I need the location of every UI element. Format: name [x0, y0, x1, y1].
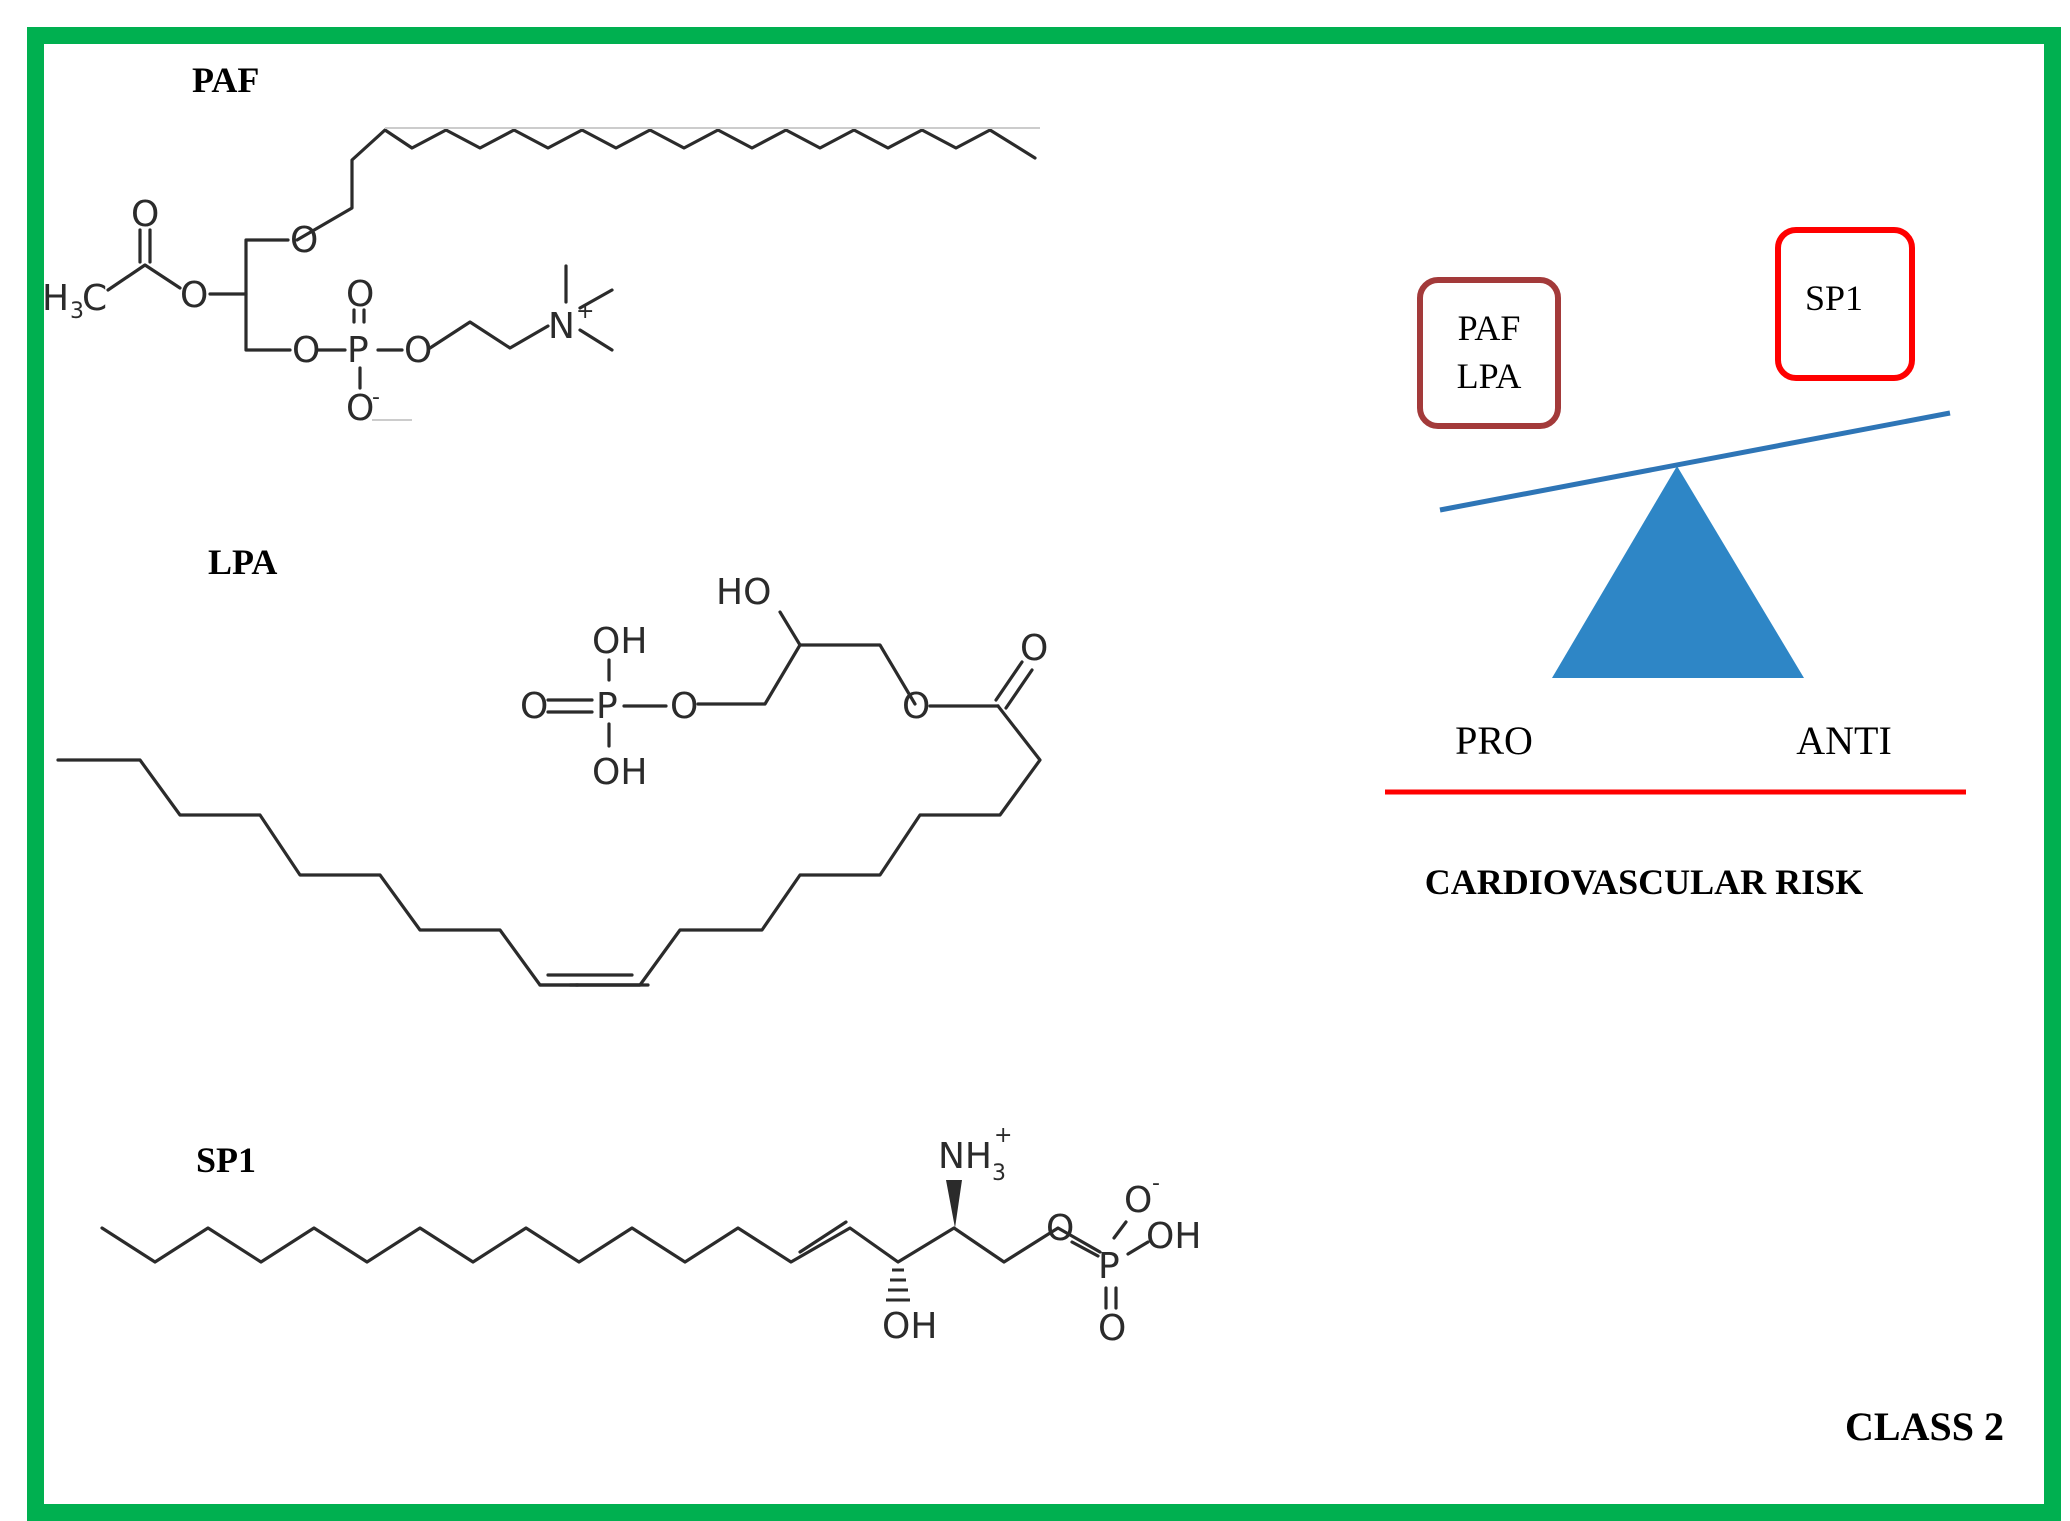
paf-acetyl: [106, 263, 182, 292]
paf-glycerol-backbone: [244, 238, 292, 352]
lpa-ho-bond: [778, 610, 802, 647]
paf-phosphorus: P: [347, 330, 369, 371]
balance-beam: [1439, 410, 1951, 513]
paf-choline-chain: [428, 320, 550, 350]
class-label: CLASS 2: [1845, 1404, 2004, 1449]
paf-carbonyl-oxygen: O: [131, 194, 159, 235]
paf-structure: PAF O O O H 3 C O P O O - O N +: [42, 60, 1040, 429]
lpa-acyl-chain-a: [574, 704, 1042, 987]
sp1-phosphorus: P: [1098, 1246, 1120, 1287]
paf-anionic-oxygen: O: [346, 388, 374, 429]
sp1-minus-charge: -: [1152, 1171, 1160, 1196]
balance-fulcrum: [1552, 466, 1804, 678]
paf-phosphoryl-oxygen: O: [346, 274, 374, 315]
lpa-oh-bottom: OH: [592, 752, 647, 793]
anti-box: [1775, 227, 1915, 381]
paf-n-methyl-2: [578, 288, 614, 310]
paf-ester-oxygen: O: [180, 275, 208, 316]
lpa-title: LPA: [208, 542, 277, 582]
paf-title: PAF: [192, 60, 259, 100]
pro-box-line-2: LPA: [1457, 356, 1522, 396]
paf-alkyl-chain: [295, 128, 1037, 242]
sp1-structure: SP1 OH NH 3 + O P O - OH O: [100, 1123, 1201, 1349]
paf-methyl-c: C: [82, 278, 107, 319]
sp1-bold-wedge: [946, 1180, 962, 1228]
sp1-phosphate-oh: OH: [1146, 1216, 1201, 1257]
risk-axis-title: CARDIOVASCULAR RISK: [1425, 862, 1863, 902]
lpa-glycerol-backbone: [696, 643, 917, 706]
lpa-ho-label: HO: [716, 572, 771, 613]
figure-frame: [27, 27, 2061, 1521]
pro-box: [1417, 277, 1561, 429]
lpa-acyl-chain-c: [56, 758, 642, 987]
sp1-phosphoryl-oxygen: O: [1098, 1308, 1126, 1349]
paf-methyl-sub: 3: [70, 299, 84, 324]
lpa-phosphoryl-oxygen: O: [520, 686, 548, 727]
sp1-alkyl-chain: [100, 1226, 1102, 1264]
paf-plus-charge: +: [576, 299, 594, 324]
sp1-phosphate-oxygen: O: [1046, 1208, 1074, 1249]
paf-n-methyl-3: [578, 328, 614, 352]
paf-ether-oxygen: O: [290, 220, 318, 261]
lpa-oh-top: OH: [592, 621, 647, 662]
lpa-carbonyl-a: [994, 660, 1024, 702]
sp1-p-ominus-bond: [1112, 1220, 1128, 1240]
sp1-trans-second-bond: [798, 1220, 848, 1254]
sp1-title: SP1: [196, 1140, 256, 1180]
balance-diagram: PAF LPA SP1 PRO ANTI CARDIOVASCULAR RISK: [1385, 227, 1966, 902]
pro-box-line-1: PAF: [1458, 308, 1521, 348]
paf-phosphate-o2: O: [404, 330, 432, 371]
lpa-ester-oxygen: O: [902, 686, 930, 727]
sp1-anionic-oxygen: O: [1124, 1180, 1152, 1221]
lpa-carbonyl-b: [1004, 668, 1034, 710]
sp1-hydroxyl: OH: [882, 1306, 937, 1347]
lpa-phosphate-oxygen: O: [670, 686, 698, 727]
lpa-phosphorus: P: [596, 686, 618, 727]
sp1-ammonium-sub: 3: [992, 1161, 1006, 1186]
paf-nitrogen: N: [548, 306, 575, 347]
anti-label: ANTI: [1796, 718, 1892, 763]
sp1-ammonium-nh: NH: [938, 1136, 992, 1177]
pro-label: PRO: [1455, 718, 1533, 763]
anti-box-label: SP1: [1805, 278, 1863, 318]
sp1-op-bond: [1070, 1240, 1100, 1258]
paf-methyl-h: H: [42, 278, 69, 319]
paf-minus-charge: -: [372, 385, 380, 410]
sp1-p-oh-bond: [1126, 1240, 1150, 1256]
sp1-ammonium-plus: +: [994, 1123, 1012, 1148]
lpa-structure: LPA HO OH O P OH O O O: [56, 542, 1048, 987]
paf-phosphate-o1: O: [292, 330, 320, 371]
sp1-hashed-wedge: [886, 1268, 910, 1302]
lpa-carbonyl-oxygen: O: [1020, 628, 1048, 669]
